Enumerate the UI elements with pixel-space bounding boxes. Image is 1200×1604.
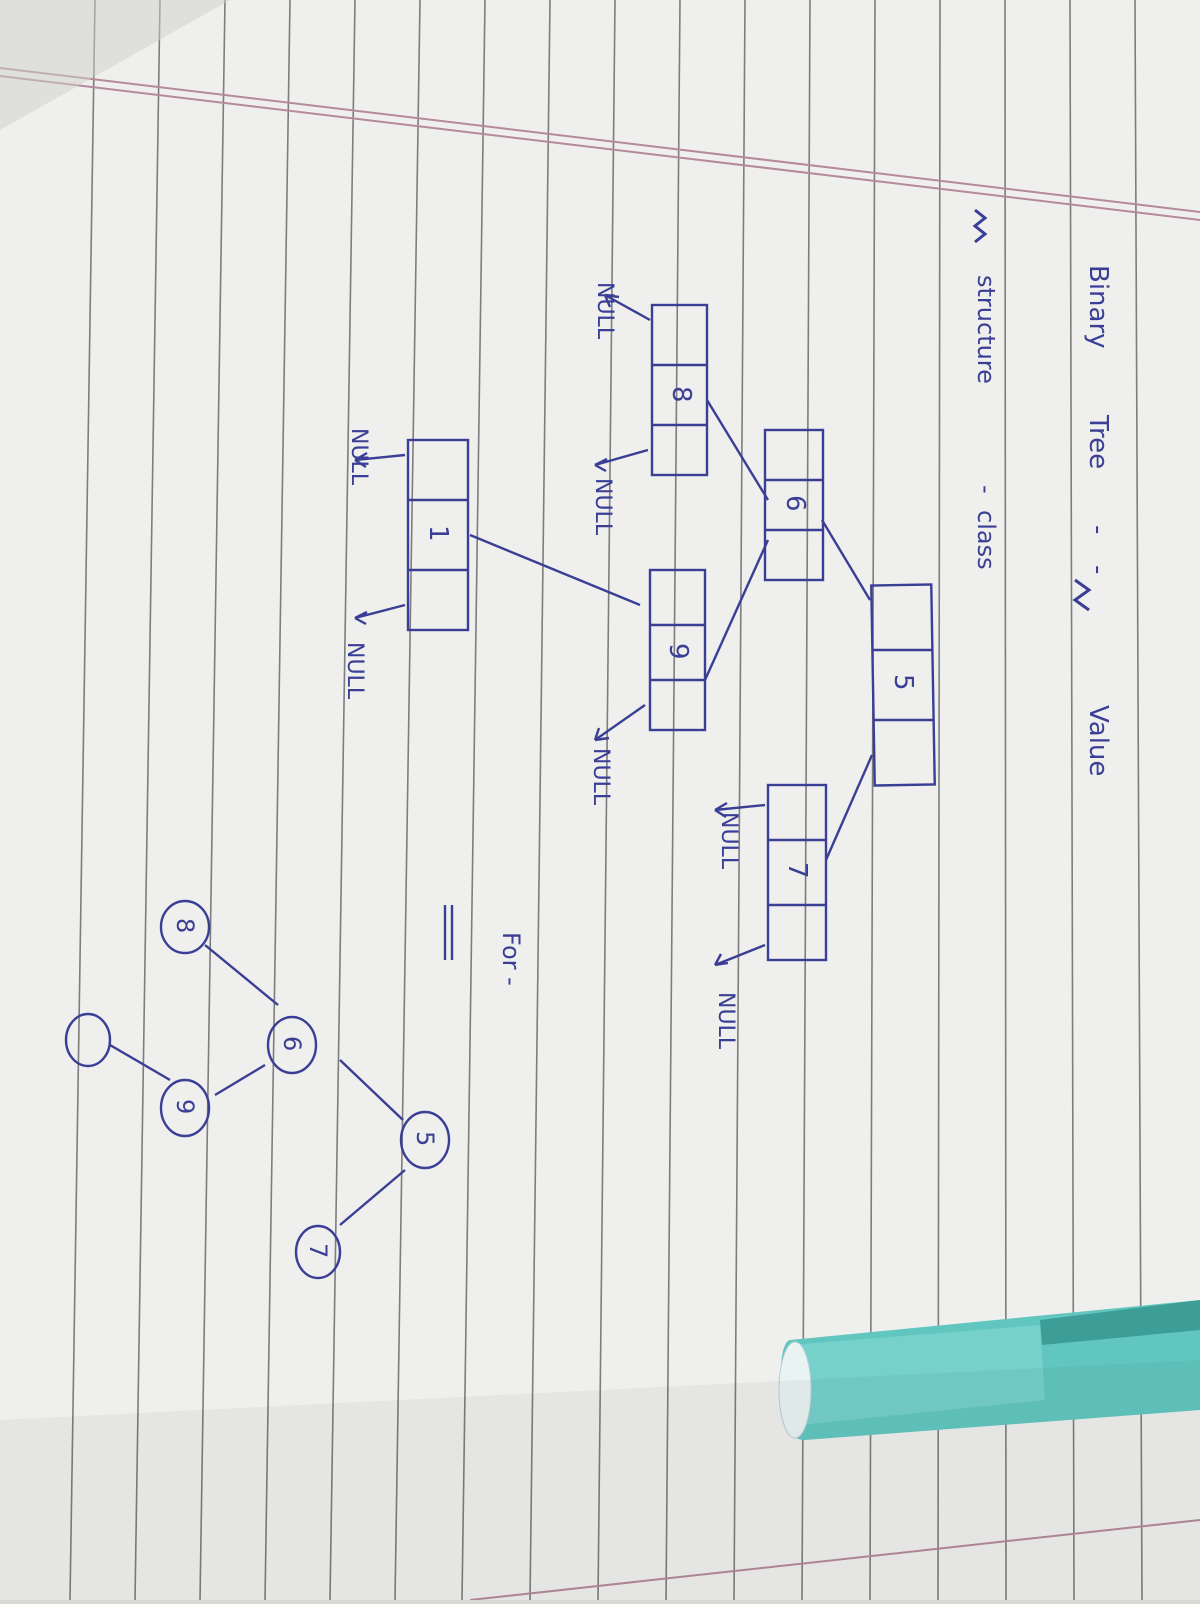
- list-value-6: 6: [780, 495, 810, 512]
- arrow-7-right: [713, 943, 766, 967]
- tree-diagram: [64, 899, 451, 1280]
- subtitle-word-structure: structure: [972, 275, 1000, 384]
- scribble-mark-sub: [972, 208, 988, 244]
- tree-node-empty: [64, 1012, 112, 1068]
- list-node-5: [870, 583, 936, 787]
- subtitle-word-class: class: [972, 510, 1000, 570]
- tree-caption: For -: [443, 905, 525, 986]
- arrow-8-right: [594, 448, 649, 473]
- pen-cap-end: [778, 1341, 812, 1439]
- list-node-9: [648, 568, 707, 732]
- tree-node-7: [294, 1224, 342, 1280]
- list-value-5: 5: [888, 674, 918, 691]
- title-line: Binary Tree - - Value: [1083, 265, 1113, 776]
- edge-6-9: [703, 539, 770, 681]
- tree-node-values: 5 6 7 8 9: [171, 918, 439, 1258]
- list-node-1: [406, 438, 470, 632]
- tree-edge-6-8: [204, 944, 279, 1006]
- title-word-value: Value: [1083, 705, 1113, 776]
- title-word-binary: Binary: [1083, 265, 1113, 349]
- list-node-7: [766, 783, 828, 962]
- tree-edge-5-7: [339, 1169, 406, 1226]
- margin-lines: [0, 67, 1200, 1601]
- pen: [778, 1300, 1200, 1440]
- list-node-values: 5 6 7 8 9 1: [423, 386, 918, 879]
- tree-value-6: 6: [278, 1036, 306, 1051]
- edge-9-1: [469, 533, 641, 607]
- tree-value-5: 5: [411, 1131, 439, 1146]
- list-value-9: 9: [663, 643, 693, 660]
- null-label-8-right: NULL: [590, 478, 615, 536]
- title-sep-1: -: [1083, 525, 1113, 534]
- null-label-8-left: NULL: [592, 282, 617, 340]
- tree-value-8: 8: [171, 918, 199, 933]
- null-label-9-right: NULL: [588, 748, 613, 806]
- pen-clip: [1040, 1300, 1200, 1345]
- scribble-mark-top: [1072, 578, 1092, 612]
- title-sep-2: -: [1083, 565, 1113, 574]
- tree-value-9: 9: [171, 1099, 199, 1114]
- tree-edge-5-6: [339, 1059, 404, 1121]
- tree-node-5: [399, 1110, 451, 1170]
- null-label-1-left: NULL: [346, 428, 371, 486]
- list-node-6: [763, 428, 825, 582]
- list-value-1: 1: [423, 525, 453, 542]
- arrow-8-left: [603, 293, 651, 322]
- tree-node-8: [159, 899, 211, 955]
- null-label-7-left: NULL: [716, 812, 741, 870]
- list-value-7: 7: [782, 862, 812, 879]
- list-value-8: 8: [666, 386, 696, 403]
- title-word-tree: Tree: [1083, 414, 1113, 469]
- subtitle-line: structure - class: [972, 275, 1000, 570]
- null-label-1-right: NULL: [342, 642, 367, 700]
- tree-edge-6-9: [214, 1063, 266, 1097]
- tree-node-6: [266, 1015, 318, 1075]
- arrow-1-right: [354, 603, 406, 626]
- edge-6-8: [705, 399, 770, 501]
- tree-node-9: [159, 1078, 211, 1138]
- edge-5-6: [820, 519, 872, 601]
- arrow-7-left: [714, 801, 766, 819]
- corner-shadow: [0, 0, 230, 130]
- subtitle-sep: -: [972, 485, 1000, 494]
- null-label-7-right: NULL: [713, 992, 738, 1050]
- tree-value-7: 7: [304, 1243, 332, 1258]
- pen-highlight: [790, 1325, 1045, 1425]
- list-node-8: [650, 303, 709, 477]
- list-diagram: [354, 293, 936, 967]
- tree-edge-9-leaf: [109, 1043, 171, 1082]
- edge-5-7: [824, 754, 874, 861]
- null-labels: NULL NULL NULL NULL NULL NULL NULL: [342, 282, 741, 1050]
- tree-caption-text: For -: [497, 932, 525, 986]
- bottom-shadow: [0, 1360, 1200, 1600]
- arrow-9-right: [593, 704, 646, 742]
- arrow-1-left: [354, 451, 406, 469]
